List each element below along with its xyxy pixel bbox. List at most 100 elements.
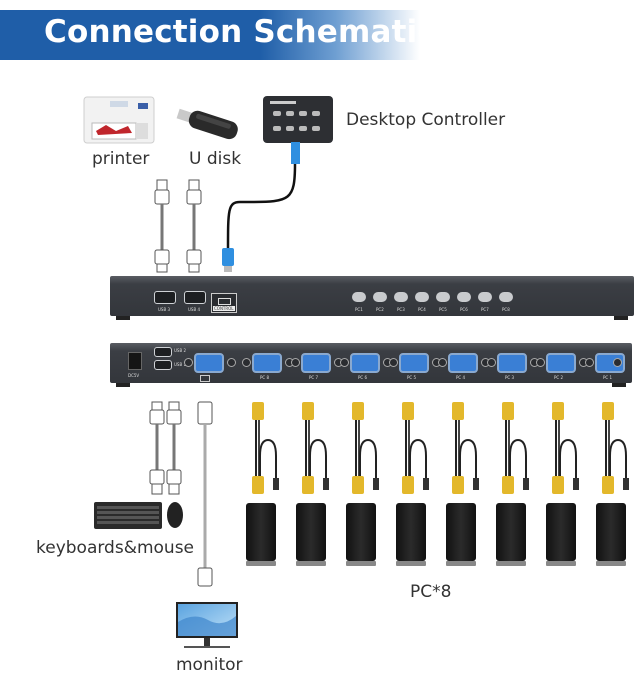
screw-hole xyxy=(242,358,251,367)
printer-icon xyxy=(80,95,158,147)
controller-cable xyxy=(222,142,300,272)
screw-hole xyxy=(613,358,622,367)
vga-cable-monitor xyxy=(197,401,213,587)
monitor-port-icon xyxy=(200,375,210,382)
usb-drive-icon xyxy=(172,105,242,145)
pc-tower-stand xyxy=(596,561,626,566)
pc2-vga-port[interactable] xyxy=(546,353,576,373)
kvm-foot xyxy=(116,383,130,387)
pc8-button-label: PC8 xyxy=(502,307,510,312)
pc3-button-label: PC3 xyxy=(397,307,405,312)
screw-hole xyxy=(340,358,349,367)
pc1-port-label: PC 1 xyxy=(603,375,613,380)
kvm-front-panel: USB 3 USB 4 CONTROL PC1 PC2 PC3 PC4 PC5 … xyxy=(110,276,634,316)
pc-tower-icon xyxy=(396,503,426,561)
kvm-cable xyxy=(452,402,479,494)
usb-cable-printer xyxy=(154,179,170,273)
pc1-button-label: PC1 xyxy=(355,307,363,312)
top-cables xyxy=(154,142,300,273)
screw-hole xyxy=(438,358,447,367)
pc4-button[interactable] xyxy=(415,292,429,302)
kvm-cable xyxy=(502,402,529,494)
pc-tower-icon xyxy=(496,503,526,561)
usb2-port[interactable] xyxy=(154,347,172,357)
kvm-cable xyxy=(352,402,379,494)
pc7-port-label: PC 7 xyxy=(309,375,319,380)
pc5-vga-port[interactable] xyxy=(399,353,429,373)
usb4-port[interactable] xyxy=(184,291,206,304)
rear-left-cables xyxy=(149,401,213,587)
usb1-port[interactable] xyxy=(154,360,172,370)
usb3-port[interactable] xyxy=(154,291,176,304)
pc8-button[interactable] xyxy=(499,292,513,302)
kvm-cable xyxy=(302,402,329,494)
screw-hole xyxy=(291,358,300,367)
pc2-button[interactable] xyxy=(373,292,387,302)
pc6-port-label: PC 6 xyxy=(358,375,368,380)
pc-vga-ports: PC 8 PC 7 PC 6 PC 5 PC 4 PC 3 PC 2 PC 1 xyxy=(236,343,626,383)
pc-array xyxy=(240,400,630,570)
title-banner xyxy=(0,10,420,60)
pc-tower-stand xyxy=(296,561,326,566)
pc-tower-stand xyxy=(396,561,426,566)
pc7-vga-port[interactable] xyxy=(301,353,331,373)
udisk-label: U disk xyxy=(189,149,242,169)
keyboard-mouse-label: keyboards&mouse xyxy=(36,538,195,558)
pc-tower-icon xyxy=(596,503,626,561)
pc3-vga-port[interactable] xyxy=(497,353,527,373)
kvm-rear-panel: DC5V USB 2 USB 1 PC 8 PC 7 PC 6 PC 5 PC … xyxy=(110,343,632,383)
printer-label: printer xyxy=(92,149,150,169)
pc5-port-label: PC 5 xyxy=(407,375,417,380)
pc-tower-icon xyxy=(446,503,476,561)
pc-tower-icon xyxy=(296,503,326,561)
usb-cable-mouse xyxy=(166,401,182,495)
pc-tower-icon xyxy=(546,503,576,561)
keyboard-mouse-icon xyxy=(92,500,187,532)
monitor-icon xyxy=(174,600,240,650)
usb3-label: USB 3 xyxy=(158,307,171,312)
pc5-button[interactable] xyxy=(436,292,450,302)
pc4-vga-port[interactable] xyxy=(448,353,478,373)
kvm-foot xyxy=(612,383,626,387)
power-label: DC5V xyxy=(128,373,140,378)
screw-hole xyxy=(487,358,496,367)
screw-hole xyxy=(585,358,594,367)
pc-select-buttons: PC1 PC2 PC3 PC4 PC5 PC6 PC7 PC8 xyxy=(352,292,522,316)
pc7-button-label: PC7 xyxy=(481,307,489,312)
monitor-label: monitor xyxy=(176,655,243,675)
pc-tower-stand xyxy=(496,561,526,566)
pc4-button-label: PC4 xyxy=(418,307,426,312)
pc1-button[interactable] xyxy=(352,292,366,302)
monitor-vga-port[interactable] xyxy=(194,353,224,373)
screw-hole xyxy=(184,358,193,367)
pc6-vga-port[interactable] xyxy=(350,353,380,373)
pc2-port-label: PC 2 xyxy=(554,375,564,380)
pc7-button[interactable] xyxy=(478,292,492,302)
kvm-cable xyxy=(402,402,429,494)
pc-tower-stand xyxy=(246,561,276,566)
page-title: Connection Schematic xyxy=(44,14,437,50)
pc6-button[interactable] xyxy=(457,292,471,302)
kvm-foot xyxy=(116,316,130,320)
pc8-vga-port[interactable] xyxy=(252,353,282,373)
kvm-cable xyxy=(552,402,579,494)
kvm-cable xyxy=(602,402,629,494)
usb-cable-keyboard xyxy=(149,401,165,495)
pc6-button-label: PC6 xyxy=(460,307,468,312)
pc-tower-stand xyxy=(346,561,376,566)
pc5-button-label: PC5 xyxy=(439,307,447,312)
pc8-port-label: PC 8 xyxy=(260,375,270,380)
power-port[interactable] xyxy=(128,352,142,370)
screw-hole xyxy=(227,358,236,367)
usb1-label: USB 1 xyxy=(174,362,187,367)
pc3-button[interactable] xyxy=(394,292,408,302)
usb-cable-udisk xyxy=(186,179,202,273)
usb4-label: USB 4 xyxy=(188,307,201,312)
control-port[interactable]: CONTROL xyxy=(211,293,237,313)
pc-tower-icon xyxy=(346,503,376,561)
pc4-port-label: PC 4 xyxy=(456,375,466,380)
kvm-cable xyxy=(252,402,279,494)
usb2-label: USB 2 xyxy=(174,348,187,353)
pcs-label: PC*8 xyxy=(410,582,452,602)
kvm-foot xyxy=(614,316,628,320)
